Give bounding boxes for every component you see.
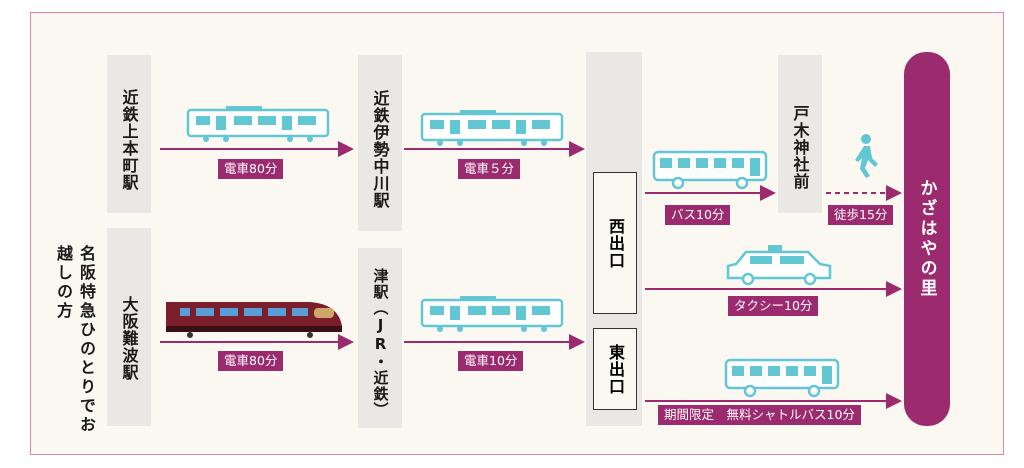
limited-express-train-icon (166, 302, 342, 338)
stop-tokijinja-mae: 戸木神社前 (778, 55, 822, 213)
shuttle-bus-icon (724, 358, 840, 398)
label-taxi: タクシー10分 (728, 296, 819, 316)
hisai-east-exit: 東出口 (593, 328, 637, 410)
bus-icon (652, 150, 768, 190)
taxi-icon (726, 245, 832, 286)
label-walk: 徒歩15分 (828, 205, 894, 225)
station-ise-nakagawa: 近鉄伊勢中川駅 (358, 55, 402, 231)
label-nakagawa-hisai: 電車５分 (458, 159, 521, 179)
access-map-frame (30, 12, 1004, 455)
destination-kazahaya-no-sato: かざはやの里 (904, 52, 950, 426)
label-uehonmachi-nakagawa: 電車80分 (218, 159, 284, 179)
label-namba-tsu: 電車80分 (218, 351, 284, 371)
origin-osaka-namba: 大阪難波駅 (107, 228, 151, 426)
origin-kintetsu-uehonmachi: 近鉄上本町駅 (107, 55, 151, 213)
hinotori-note: 名阪特急ひのとりでお越しの方 (54, 245, 96, 435)
walking-person-icon (855, 134, 878, 178)
train-icon (420, 110, 564, 146)
train-icon (186, 106, 330, 142)
hisai-west-exit: 西出口 (593, 172, 637, 314)
label-shuttle: 期間限定 無料シャトルバス10分 (658, 405, 861, 425)
station-tsu: 津駅（JR・近鉄） (358, 248, 402, 428)
label-tsu-hisai: 電車10分 (458, 351, 524, 371)
label-west-bus: バス10分 (665, 205, 731, 225)
train-icon (420, 296, 564, 332)
